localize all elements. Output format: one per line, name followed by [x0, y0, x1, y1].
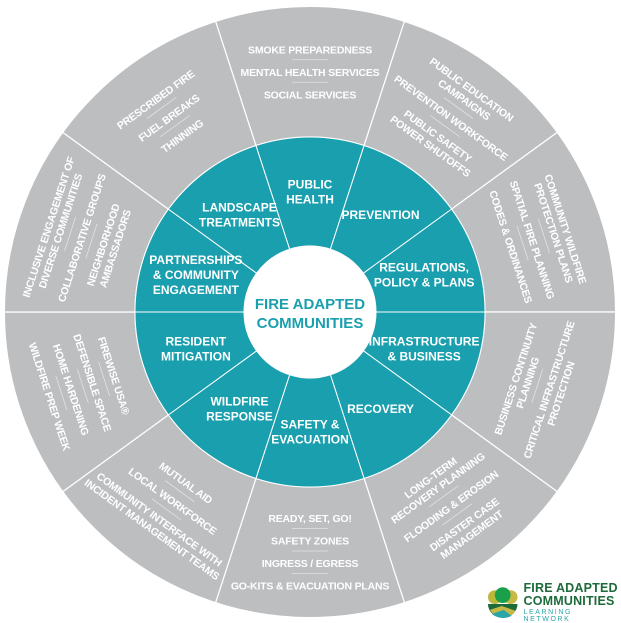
segment-label: PREVENTION — [342, 208, 420, 222]
item-separator — [538, 218, 550, 254]
inner-ring — [134, 136, 486, 488]
segment-label: TREATMENTS — [199, 215, 280, 229]
outer-item: MENTAL HEALTH SERVICES — [241, 67, 380, 79]
outer-item: READY, SET, GO! — [268, 513, 351, 525]
item-separator — [151, 498, 182, 521]
segment-label: RESPONSE — [206, 410, 273, 424]
segment-label: PARTNERSHIPS — [149, 253, 242, 267]
outer-item: GO-KITS & EVACUATION PLANS — [231, 581, 390, 593]
outer-ring — [3, 5, 617, 619]
segment-label: POLICY & PLANS — [374, 275, 474, 289]
item-separator — [429, 485, 459, 508]
segment-label: WILDFIRE — [210, 395, 268, 409]
outer-item-group: SMOKE PREPAREDNESS MENTAL HEALTH SERVICES… — [241, 44, 380, 101]
segment-label: & COMMUNITY — [153, 268, 239, 282]
fac-learning-network-logo: FIRE ADAPTED COMMUNITIES LEARNING NETWOR… — [486, 582, 621, 623]
segment-label: LANDSCAPE — [202, 200, 277, 214]
center-title-line-1: FIRE ADAPTED — [255, 296, 365, 313]
item-separator — [160, 115, 190, 138]
item-separator — [76, 368, 89, 404]
outer-item: SMOKE PREPAREDNESS — [248, 44, 372, 56]
item-separator — [531, 368, 544, 404]
segment-label: REGULATIONS, — [379, 260, 469, 274]
center-title-line-2: COMMUNITIES — [257, 315, 364, 332]
item-separator — [442, 503, 472, 526]
segment-label: SAFETY & — [280, 418, 339, 432]
segment-label: RECOVERY — [347, 402, 414, 416]
logo-line-1: FIRE ADAPTED — [523, 581, 618, 595]
outer-border — [3, 5, 617, 619]
item-separator — [146, 97, 177, 119]
outer-item: SOCIAL SERVICES — [264, 89, 357, 101]
outer-item: INGRESS / EGRESS — [262, 558, 359, 570]
outer-item: SAFETY ZONES — [271, 536, 349, 548]
item-separator — [64, 216, 77, 252]
segment-label: PUBLIC — [288, 178, 333, 192]
segment-label: INFRASTRUCTURE — [369, 335, 480, 349]
segment-label: EVACUATION — [271, 433, 349, 447]
segment-label: MITIGATION — [161, 350, 231, 364]
item-separator — [85, 223, 98, 259]
item-separator — [516, 225, 529, 261]
segment-label: RESIDENT — [166, 335, 227, 349]
segment-label: HEALTH — [286, 193, 334, 207]
outer-item-group: READY, SET, GO! SAFETY ZONES INGRESS / EGR… — [231, 513, 390, 593]
item-separator — [55, 375, 68, 411]
logo-tree-icon — [487, 586, 518, 618]
item-separator — [443, 97, 474, 119]
item-separator — [165, 480, 195, 503]
item-separator — [98, 361, 111, 397]
logo-line-2: COMMUNITIES — [523, 593, 615, 608]
segment-label: & BUSINESS — [387, 350, 460, 364]
item-separator — [430, 115, 460, 138]
segment-label: ENGAGEMENT — [153, 283, 240, 297]
logo-line-3: LEARNING NETWORK — [523, 609, 573, 623]
center-circle — [244, 246, 376, 378]
